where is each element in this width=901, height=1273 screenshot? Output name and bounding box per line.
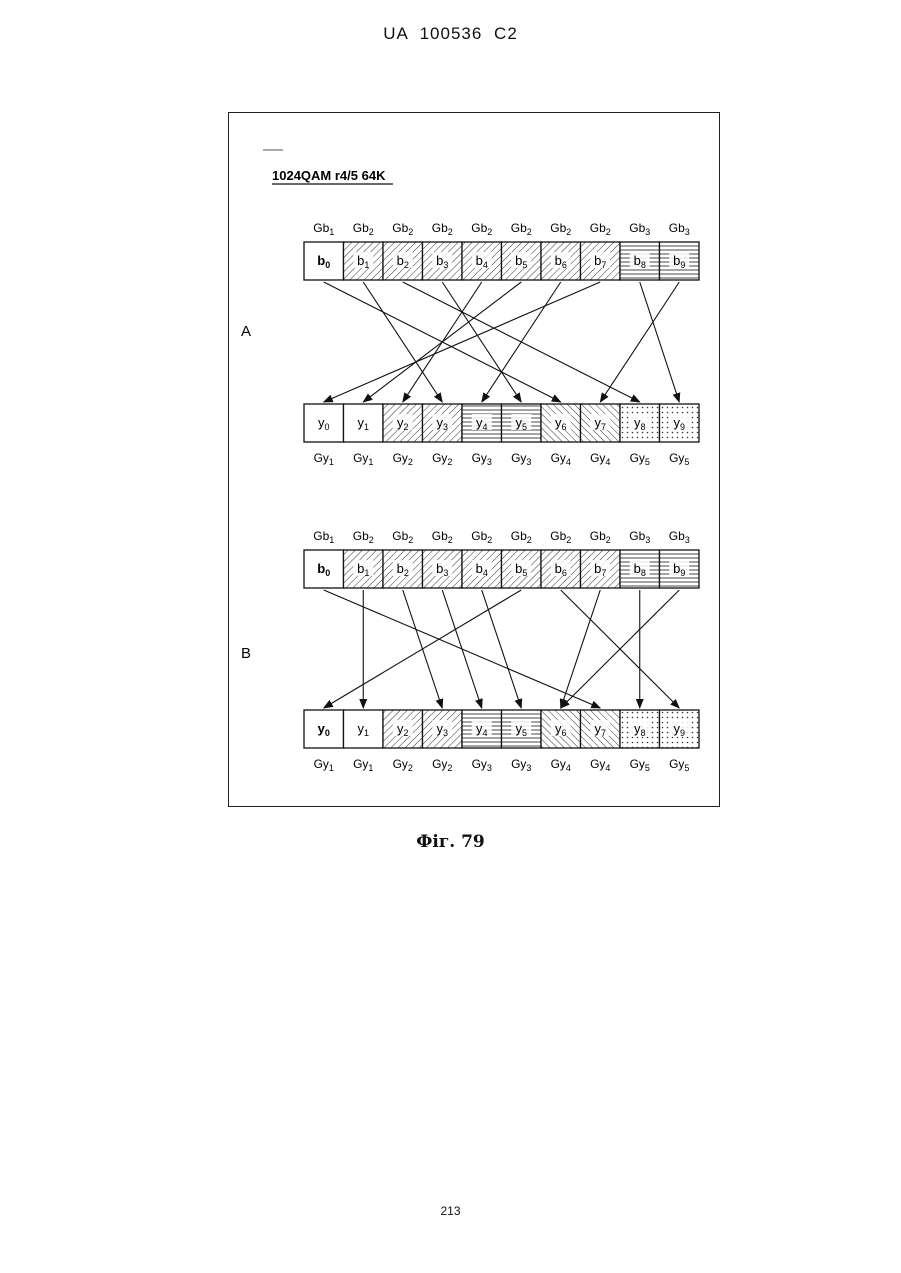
panel-a-b-group-label-3: Gb2 [432,221,453,237]
figure-caption: Фіг. 79 [0,832,901,852]
panel-a-b-group-label-5: Gb2 [511,221,532,237]
panel-a-arrow-3 [442,282,521,402]
panel-b-y-group-label-1: Gy1 [353,757,373,773]
panel-a-y-group-label-5: Gy3 [511,451,531,467]
panel-b-y-group-label-8: Gy5 [630,757,650,773]
panel-a-b-group-label-7: Gb2 [590,221,611,237]
panel-a: A Gb1Gb2Gb2Gb2Gb2Gb2Gb2Gb2Gb3Gb3b0b1b2b3… [241,221,699,467]
panel-b-y-group-label-3: Gy2 [432,757,452,773]
panel-b-y-group-label-9: Gy5 [669,757,689,773]
panel-b-arrow-4 [482,590,522,708]
panel-b-b-group-label-3: Gb2 [432,529,453,545]
panel-b-y-group-label-6: Gy4 [551,757,571,773]
panel-a-y-group-label-4: Gy3 [472,451,492,467]
panel-b-b-group-label-9: Gb3 [669,529,690,545]
panel-a-y-group-label-9: Gy5 [669,451,689,467]
panel-a-y-group-label-3: Gy2 [432,451,452,467]
panel-a-b-group-label-4: Gb2 [471,221,492,237]
panel-b-b-group-label-4: Gb2 [471,529,492,545]
panel-a-b-group-label-9: Gb3 [669,221,690,237]
panel-b-b-group-label-5: Gb2 [511,529,532,545]
panel-b-b-group-label-1: Gb2 [353,529,374,545]
panel-b-b-group-label-0: Gb1 [313,529,334,545]
panel-a-b-group-label-6: Gb2 [550,221,571,237]
panel-b-arrow-3 [442,590,482,708]
panel-b-b-group-label-2: Gb2 [392,529,413,545]
panel-b-b-group-label-7: Gb2 [590,529,611,545]
panel-a-arrow-1 [363,282,442,402]
panel-a-arrow-7 [324,282,601,402]
panel-a-b-group-label-8: Gb3 [629,221,650,237]
panel-a-arrow-8 [640,282,680,402]
panel-label-a: A [241,323,251,340]
panel-b-y-group-label-0: Gy1 [314,757,334,773]
page-number: 213 [0,1204,901,1218]
panel-a-b-group-label-0: Gb1 [313,221,334,237]
panel-a-b-group-label-2: Gb2 [392,221,413,237]
panel-b-b-group-label-6: Gb2 [550,529,571,545]
panel-a-y-group-label-1: Gy1 [353,451,373,467]
panel-a-arrow-5 [363,282,521,402]
panel-a-y-group-label-8: Gy5 [630,451,650,467]
figure-title: 1024QAM r4/5 64K [272,168,386,183]
panel-label-b: B [241,645,251,662]
panel-a-y-group-label-0: Gy1 [314,451,334,467]
panel-a-y-group-label-7: Gy4 [590,451,610,467]
panel-b-y-group-label-7: Gy4 [590,757,610,773]
panel-a-arrow-9 [600,282,679,402]
panel-b-y-group-label-2: Gy2 [393,757,413,773]
panel-b: B Gb1Gb2Gb2Gb2Gb2Gb2Gb2Gb2Gb3Gb3b0b1b2b3… [241,529,699,773]
panel-a-y-group-label-2: Gy2 [393,451,413,467]
panel-b-y-group-label-4: Gy3 [472,757,492,773]
panel-b-arrow-7 [561,590,601,708]
panel-a-arrow-6 [482,282,561,402]
panel-b-b-group-label-8: Gb3 [629,529,650,545]
panel-a-b-group-label-1: Gb2 [353,221,374,237]
panel-b-y-group-label-5: Gy3 [511,757,531,773]
panel-a-y-group-label-6: Gy4 [551,451,571,467]
panel-b-arrow-5 [324,590,522,708]
